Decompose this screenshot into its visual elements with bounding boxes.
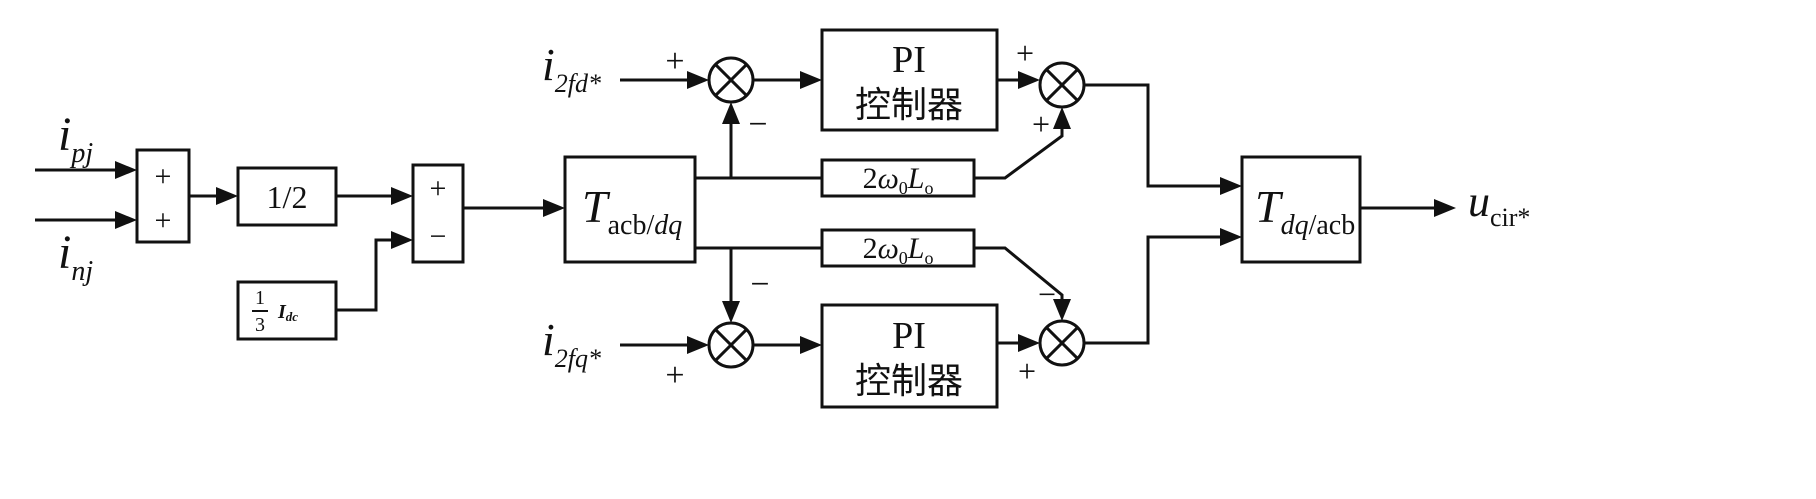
transform-dq-acb-block — [1240, 155, 1362, 264]
sign-d-plus: + — [665, 43, 684, 80]
sum-block-2-top-sign: + — [430, 172, 447, 205]
sum-block-2-bottom-sign: − — [430, 220, 447, 253]
sign-q-plus: + — [665, 357, 684, 394]
idc-variable: Idc — [277, 301, 298, 324]
sum-block-1 — [135, 148, 191, 244]
pi-controller-top — [820, 28, 999, 132]
idc-fraction-den: 3 — [255, 314, 265, 336]
summing-junction-q-out — [1038, 319, 1086, 367]
sign-d-minus: − — [748, 106, 767, 143]
summing-junction-d — [707, 56, 755, 104]
transform-acb-dq-block — [563, 155, 697, 264]
pi-top-line2: 控制器 — [855, 85, 963, 126]
pi-top-line1: PI — [892, 39, 926, 81]
sign-d-out-plus-bottom: + — [1032, 106, 1050, 142]
half-gain-block — [236, 166, 338, 227]
summing-junction-d-out — [1038, 61, 1086, 109]
coupling-bottom-label: 2ω0Lo — [863, 232, 934, 268]
coupling-bottom-block — [820, 228, 976, 268]
pi-bottom-line1: PI — [892, 315, 926, 357]
sign-q-out-minus: − — [1038, 276, 1056, 312]
sign-q-out-plus: + — [1018, 353, 1036, 389]
input-label-i-pj: ipj — [58, 108, 93, 169]
input-label-i-nj: inj — [58, 226, 93, 287]
sum-block-1-top-sign: + — [155, 160, 172, 193]
idc-fraction-num: 1 — [255, 287, 265, 309]
pi-controller-bottom — [820, 303, 999, 409]
transform-dq-acb-label: Tdq/acb — [1255, 181, 1355, 241]
sign-q-minus: − — [750, 266, 769, 303]
sign-d-out-plus-top: + — [1016, 35, 1034, 71]
transform-acb-dq-label: Tacb/dq — [582, 181, 682, 241]
output-label-u-cir: ucir* — [1468, 177, 1530, 232]
arrowheads — [115, 71, 1456, 354]
input-label-i-2fq: i2fq* — [542, 314, 601, 373]
half-gain-label: 1/2 — [267, 179, 308, 215]
pi-bottom-line2: 控制器 — [855, 361, 963, 402]
sum-block-2 — [411, 163, 465, 264]
summing-junction-q — [707, 321, 755, 369]
coupling-top-label: 2ω0Lo — [863, 162, 934, 198]
sum-block-1-bottom-sign: + — [155, 204, 172, 237]
input-label-i-2fd: i2fd* — [542, 39, 601, 98]
